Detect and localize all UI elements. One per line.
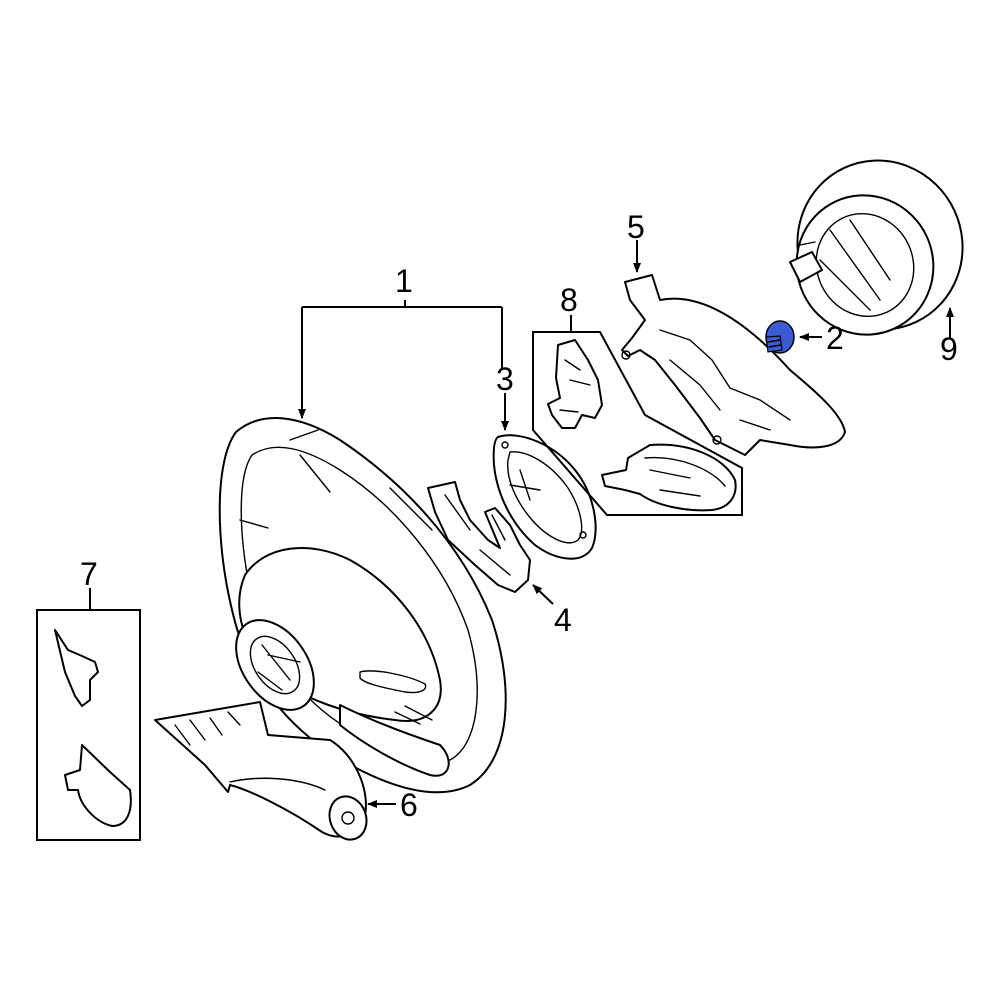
callout-1: 1	[395, 263, 413, 299]
airbag-module[interactable]	[770, 133, 990, 357]
callout-4: 4	[554, 602, 572, 638]
callout-5: 5	[627, 209, 645, 245]
clip-box[interactable]	[36, 609, 141, 841]
switch-bracket[interactable]	[427, 481, 531, 593]
callout-2: 2	[826, 320, 844, 356]
cover-plate[interactable]	[492, 434, 597, 560]
lower-cover[interactable]	[154, 701, 372, 845]
callout-3: 3	[496, 361, 514, 397]
steering-wheel[interactable]	[218, 417, 507, 794]
callout-6: 6	[400, 787, 418, 823]
switch-set[interactable]	[547, 339, 737, 512]
callout-7: 7	[80, 556, 98, 592]
screw-part-2[interactable]	[765, 320, 795, 354]
switch-box-outline	[532, 331, 743, 516]
rear-trim[interactable]	[621, 274, 846, 456]
callout-8: 8	[560, 282, 578, 318]
callout-9: 9	[940, 331, 958, 367]
leaders	[89, 240, 954, 808]
